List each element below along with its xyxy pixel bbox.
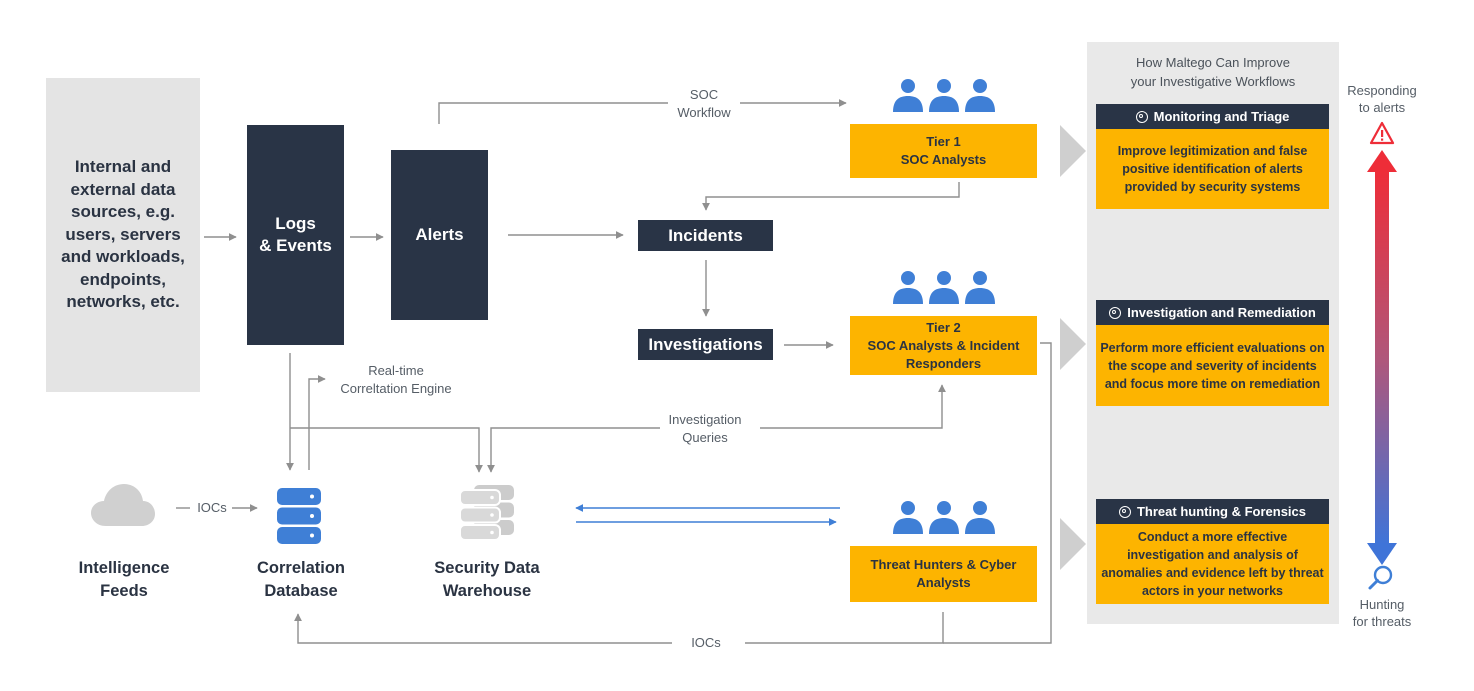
panel-title-line1: How Maltego Can Improve bbox=[1136, 55, 1290, 70]
logs-events-box: Logs & Events bbox=[247, 125, 344, 345]
iocs-feed-text: IOCs bbox=[197, 500, 227, 515]
investigations-label: Investigations bbox=[648, 334, 763, 354]
panel-title: How Maltego Can Improve your Investigati… bbox=[1090, 53, 1336, 91]
correlation-line1: Correlation bbox=[256, 559, 345, 577]
hunters-line1: Threat Hunters & Cyber bbox=[870, 557, 1017, 572]
card-investigation-body: Perform more efficient evaluations on th… bbox=[1096, 325, 1329, 406]
scale-arrow-down bbox=[1367, 543, 1397, 565]
arrow-tier1-incidents bbox=[702, 182, 960, 211]
responding-label: Responding to alerts bbox=[1337, 82, 1427, 116]
iocs-bottom-text: IOCs bbox=[691, 635, 721, 650]
tier1-line2: SOC Analysts bbox=[900, 152, 987, 167]
alerts-label: Alerts bbox=[415, 225, 464, 244]
incidents-box: Incidents bbox=[638, 220, 773, 251]
arrow-hunters-iocs bbox=[745, 612, 944, 644]
card-threat-body: Conduct a more effective investigation a… bbox=[1096, 524, 1329, 604]
scale-arrow-up bbox=[1367, 150, 1397, 172]
chevron-right-icon bbox=[1060, 318, 1086, 370]
card-investigation-text: Perform more efficient evaluations on th… bbox=[1100, 340, 1325, 391]
hunters-line2: Analysts bbox=[916, 575, 971, 590]
logs-line1: Logs bbox=[275, 214, 316, 233]
realtime-line2: Correltation Engine bbox=[340, 381, 452, 396]
correlation-line2: Database bbox=[264, 582, 338, 600]
hunting-label: Hunting for threats bbox=[1337, 596, 1427, 630]
data-sources-text: Internal and external data sources, e.g.… bbox=[61, 157, 185, 312]
tier1-box: Tier 1 SOC Analysts bbox=[850, 124, 1037, 178]
queries-line2: Queries bbox=[682, 430, 728, 445]
chevron-right-icon bbox=[1060, 518, 1086, 570]
maltego-icon bbox=[1109, 306, 1122, 319]
soc-workflow-line1: SOC bbox=[689, 87, 719, 102]
warning-icon bbox=[1369, 121, 1395, 145]
card-monitoring-header: Monitoring and Triage bbox=[1096, 104, 1329, 129]
feeds-line1: Intelligence bbox=[78, 559, 170, 577]
database-icon bbox=[277, 488, 321, 544]
card-monitoring-text: Improve legitimization and false positiv… bbox=[1117, 144, 1308, 194]
maltego-icon bbox=[1118, 505, 1131, 518]
realtime-line1: Real-time bbox=[368, 363, 424, 378]
tier2-line3: Responders bbox=[905, 355, 982, 371]
card-threat-text: Conduct a more effective investigation a… bbox=[1101, 530, 1324, 598]
realtime-engine-label: Real-time Correltation Engine bbox=[326, 362, 466, 398]
tier2-line2: SOC Analysts & Incident bbox=[867, 337, 1020, 353]
panel-title-line2: your Investigative Workflows bbox=[1130, 74, 1296, 89]
search-icon bbox=[1368, 565, 1393, 590]
chevron-right-icon bbox=[1060, 125, 1086, 177]
soc-workflow-label: SOC Workflow bbox=[664, 86, 744, 122]
investigations-box: Investigations bbox=[638, 329, 773, 360]
threat-hunters-box: Threat Hunters & Cyber Analysts bbox=[850, 546, 1037, 602]
security-data-warehouse-label: Security Data Warehouse bbox=[412, 557, 562, 603]
correlation-database-label: Correlation Database bbox=[232, 557, 370, 603]
alerts-box: Alerts bbox=[391, 150, 488, 320]
warehouse-line2: Warehouse bbox=[442, 582, 532, 600]
hunting-line2: for threats bbox=[1352, 614, 1412, 629]
responding-line1: Responding bbox=[1347, 83, 1417, 98]
arrow-queries-tier2 bbox=[760, 384, 946, 429]
arrow-queries-warehouse bbox=[487, 427, 660, 473]
arrow-tier2-bottom bbox=[943, 342, 1052, 644]
data-sources-box: Internal and external data sources, e.g.… bbox=[46, 78, 200, 392]
people-icon bbox=[893, 79, 995, 112]
scale-gradient-bar bbox=[1375, 171, 1389, 544]
arrow-soc-workflow bbox=[438, 102, 668, 124]
maltego-icon bbox=[1135, 110, 1148, 123]
tier2-box: Tier 2 SOC Analysts & Incident Responder… bbox=[850, 316, 1037, 375]
incidents-label: Incidents bbox=[668, 225, 743, 245]
arrow-logs-warehouse bbox=[290, 427, 483, 473]
card-investigation-title: Investigation and Remediation bbox=[1127, 305, 1316, 320]
logs-line2: & Events bbox=[259, 236, 332, 255]
iocs-feed-label: IOCs bbox=[192, 499, 232, 517]
hunting-line1: Hunting bbox=[1359, 597, 1405, 612]
cloud-icon bbox=[91, 484, 155, 526]
people-icon bbox=[893, 501, 995, 534]
investigation-queries-label: Investigation Queries bbox=[655, 411, 755, 447]
card-investigation-header: Investigation and Remediation bbox=[1096, 300, 1329, 325]
feeds-line2: Feeds bbox=[100, 582, 148, 600]
tier2-line1: Tier 2 bbox=[926, 319, 961, 335]
queries-line1: Investigation bbox=[668, 412, 742, 427]
card-threat-title: Threat hunting & Forensics bbox=[1136, 504, 1306, 519]
people-icon bbox=[893, 271, 995, 304]
card-monitoring-title: Monitoring and Triage bbox=[1153, 109, 1290, 124]
iocs-bottom-label: IOCs bbox=[680, 634, 732, 652]
card-threat-header: Threat hunting & Forensics bbox=[1096, 499, 1329, 524]
arrow-realtime-engine bbox=[308, 375, 326, 470]
arrow-iocs-correlation bbox=[294, 613, 672, 644]
servers-icon bbox=[459, 485, 514, 541]
soc-workflow-line2: Workflow bbox=[677, 105, 731, 120]
card-monitoring-body: Improve legitimization and false positiv… bbox=[1096, 129, 1329, 209]
responding-line2: to alerts bbox=[1358, 100, 1406, 115]
tier1-line1: Tier 1 bbox=[926, 134, 961, 149]
intelligence-feeds-label: Intelligence Feeds bbox=[52, 557, 196, 603]
warehouse-line1: Security Data bbox=[434, 559, 540, 577]
